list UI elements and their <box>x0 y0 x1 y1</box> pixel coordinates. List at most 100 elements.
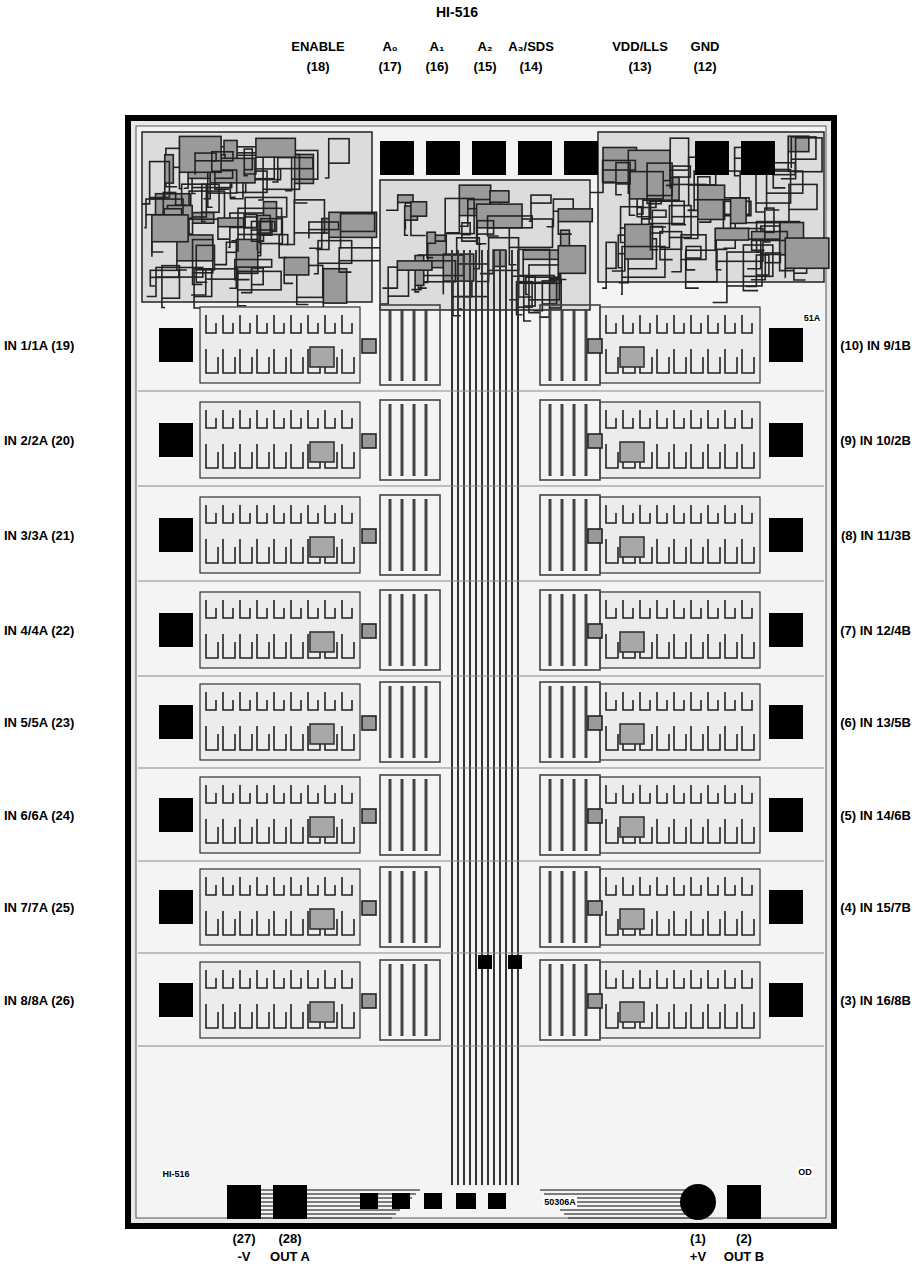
transistor <box>411 202 427 216</box>
bond-pad <box>769 890 803 924</box>
trace <box>274 692 286 750</box>
trace <box>725 505 737 563</box>
transistor <box>329 139 349 163</box>
via <box>588 434 602 448</box>
decoder-line <box>549 964 552 1036</box>
via <box>362 994 376 1008</box>
pin-name: (17) <box>378 59 401 74</box>
trace <box>223 600 235 658</box>
trace <box>725 970 737 1028</box>
trace <box>192 188 196 194</box>
decoder-line <box>401 871 404 943</box>
transistor <box>193 213 214 224</box>
bond-pad <box>159 328 193 362</box>
trace <box>725 785 737 843</box>
decoder-line <box>389 499 392 571</box>
pin-name: (2) <box>736 1231 752 1246</box>
trace <box>708 692 720 750</box>
transistor <box>256 138 295 157</box>
switch-transistor <box>310 632 334 652</box>
trace <box>206 692 218 750</box>
trace <box>606 600 618 658</box>
bus-line <box>568 1217 700 1219</box>
decoder-line <box>389 309 392 381</box>
trace <box>509 282 518 299</box>
trace <box>386 203 398 211</box>
decoder-line <box>413 499 416 571</box>
decoder-line <box>573 309 576 381</box>
pin-name: IN 2/2A (20) <box>4 433 74 448</box>
trace <box>590 183 603 193</box>
switch-transistor <box>620 537 644 557</box>
trace <box>650 233 658 250</box>
trace <box>274 970 286 1028</box>
trace <box>674 410 686 468</box>
decoder-line <box>425 871 428 943</box>
trace <box>240 970 252 1028</box>
trace <box>735 158 740 175</box>
decoder-line <box>573 686 576 758</box>
bus-line <box>499 250 501 1185</box>
trace <box>670 170 672 187</box>
trace <box>257 785 269 843</box>
trace <box>203 183 210 199</box>
die-marking: OD <box>797 1167 813 1177</box>
transistor <box>698 185 725 219</box>
trace <box>228 227 230 247</box>
trace <box>742 692 754 750</box>
pin-name: -V <box>238 1249 251 1264</box>
decoder-line <box>549 594 552 666</box>
bus-line <box>457 250 459 1185</box>
transistor <box>388 267 408 296</box>
trace <box>206 877 218 935</box>
decoder-line <box>413 404 416 476</box>
trace <box>691 315 703 373</box>
decoder-line <box>413 594 416 666</box>
transistor <box>518 276 554 283</box>
bus-line <box>481 250 483 1185</box>
trace <box>240 410 252 468</box>
pin-name: IN 3/3A (21) <box>4 528 74 543</box>
transistor <box>616 163 630 184</box>
pin-name: (15) <box>473 59 496 74</box>
trace <box>223 315 235 373</box>
decoder-line <box>413 779 416 851</box>
transistor <box>259 222 272 236</box>
pin-name: (9) IN 10/2B <box>840 433 911 448</box>
switch-cell <box>200 869 360 945</box>
trace <box>725 877 737 935</box>
pin-name: (13) <box>628 59 651 74</box>
switch-transistor <box>620 1002 644 1022</box>
transistor <box>670 138 688 170</box>
trace <box>674 877 686 935</box>
decoder-line <box>413 309 416 381</box>
transistor <box>152 215 188 242</box>
bus-line <box>564 1213 700 1215</box>
test-pad <box>360 1193 378 1209</box>
pin-name: (4) IN 15/7B <box>840 900 911 915</box>
trace <box>240 877 252 935</box>
transistor <box>263 154 299 189</box>
trace <box>162 298 165 307</box>
trace <box>686 282 699 288</box>
transistor <box>519 249 550 283</box>
transistor <box>477 221 493 234</box>
trace <box>291 505 303 563</box>
trace <box>194 296 204 308</box>
decoder-line <box>561 309 564 381</box>
pin-name: GND <box>691 39 720 54</box>
trace <box>751 263 765 280</box>
bond-pad <box>159 613 193 647</box>
die-marking: HI-516 <box>161 1169 190 1179</box>
die-outline <box>128 118 834 1226</box>
decoder-column <box>380 495 440 575</box>
decoder-line <box>561 779 564 851</box>
pin-name: OUT A <box>270 1249 310 1264</box>
trace <box>405 220 408 235</box>
decoder-line <box>425 499 428 571</box>
trace <box>715 240 727 249</box>
trace <box>784 268 786 277</box>
chip-title: HI-516 <box>436 5 478 20</box>
trace <box>206 600 218 658</box>
test-pad <box>508 955 522 969</box>
